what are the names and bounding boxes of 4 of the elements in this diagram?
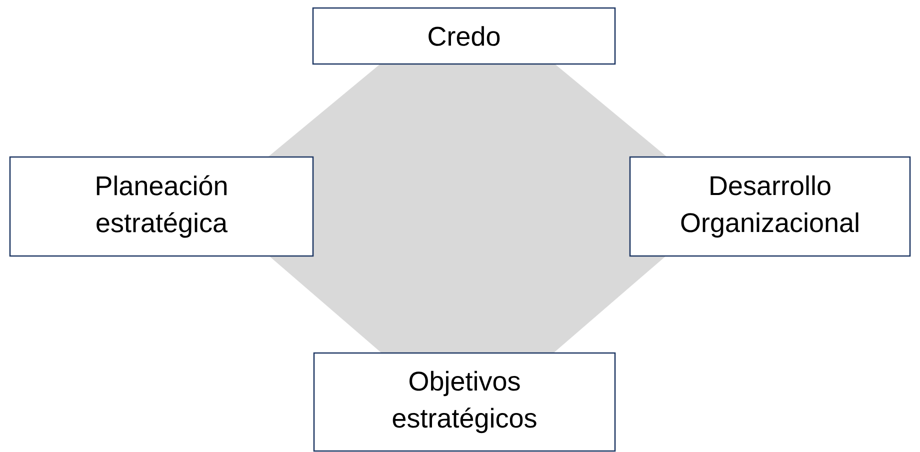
text-box: Objetivos estratégicos: [313, 352, 616, 452]
text-box: Planeación estratégica: [9, 156, 314, 257]
text-box: Credo: [312, 7, 616, 65]
text-box: Desarrollo Organizacional: [629, 156, 911, 257]
